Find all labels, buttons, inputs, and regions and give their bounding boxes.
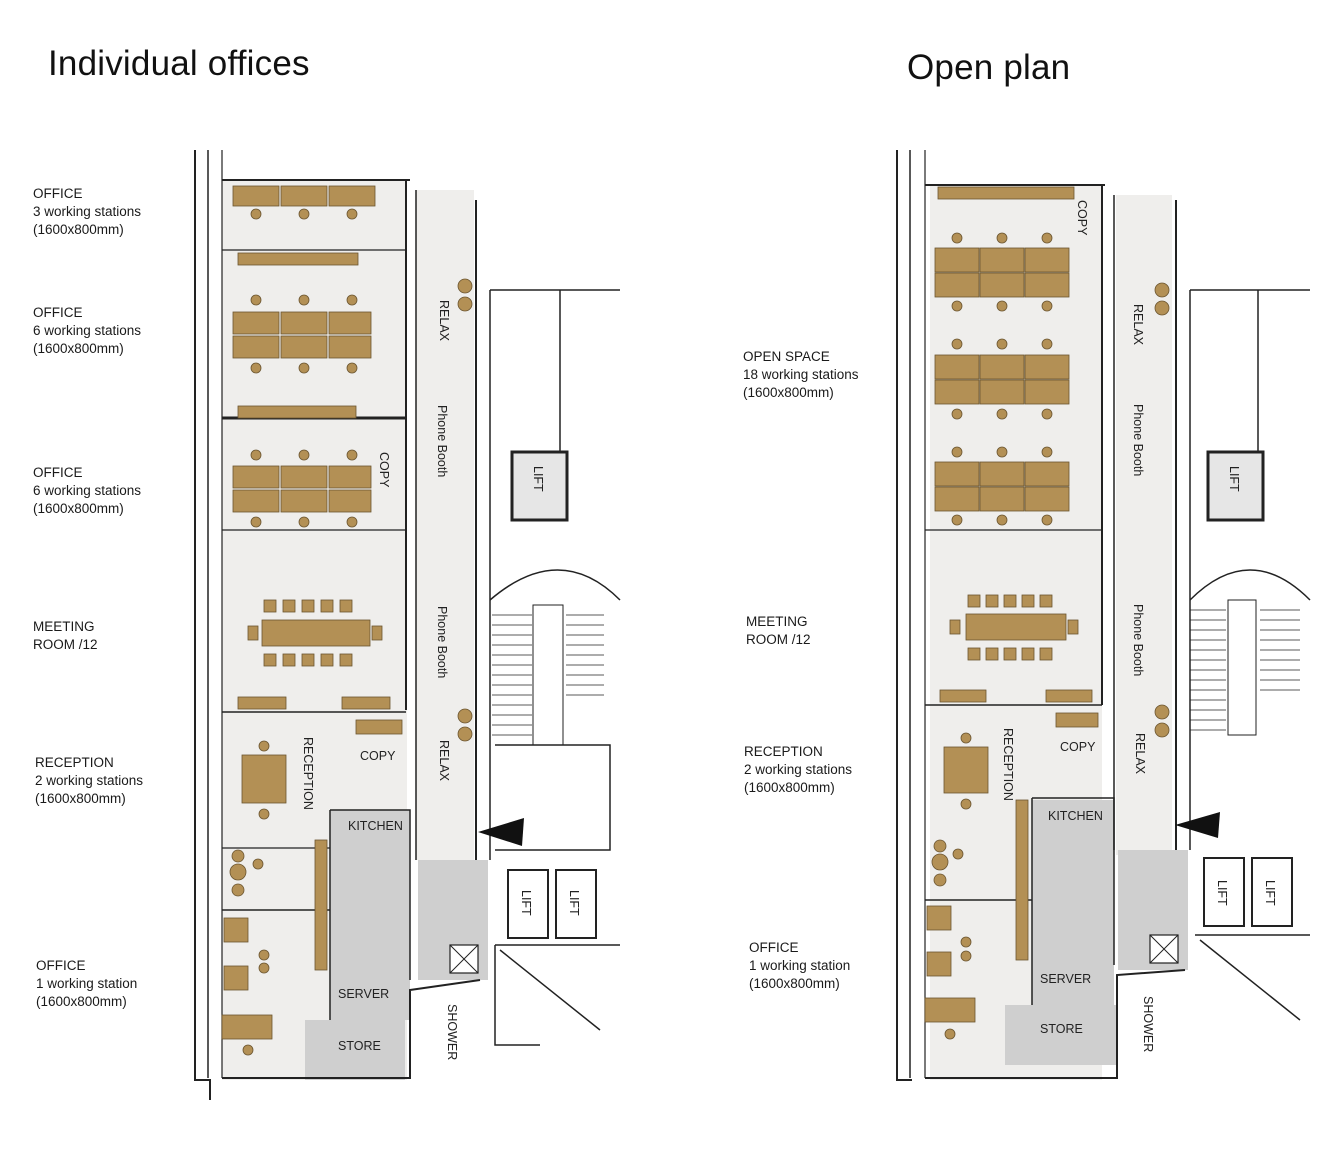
- plan-label-reception: RECEPTION: [301, 737, 315, 810]
- plan-label-lift-core: LIFT: [531, 466, 545, 492]
- plan-label-server: SERVER: [338, 987, 389, 1001]
- heading-open-plan: Open plan: [907, 48, 1071, 87]
- zone-label-office-6b: OFFICE 6 working stations (1600x800mm): [33, 465, 142, 516]
- zone-label-reception-open: RECEPTION 2 working stations (1600x800mm…: [744, 744, 853, 795]
- plan-label-copy-bottom-open: COPY: [1060, 740, 1096, 754]
- zone-label-office-6a: OFFICE 6 working stations (1600x800mm): [33, 305, 142, 356]
- plan-label-copy-top: COPY: [377, 452, 391, 488]
- plan-label-phone-booth-bottom: Phone Booth: [435, 606, 449, 678]
- zone-label-office-1: OFFICE 1 working station (1600x800mm): [36, 958, 138, 1009]
- desk-cluster-office-3: [221, 185, 473, 1056]
- heading-individual-offices: Individual offices: [48, 44, 310, 83]
- plan-label-lift-2: LIFT: [567, 890, 581, 916]
- zone-label-open-space: OPEN SPACE 18 working stations (1600x800…: [743, 349, 859, 400]
- plan-label-relax-top-open: RELAX: [1131, 304, 1145, 346]
- plan-label-relax-top: RELAX: [437, 300, 451, 342]
- plan-label-phone-booth-top-open: Phone Booth: [1131, 404, 1145, 476]
- plan-label-shower: SHOWER: [445, 1004, 459, 1060]
- plan-label-lift-1: LIFT: [519, 890, 533, 916]
- plan-label-lift-2-open: LIFT: [1263, 880, 1277, 906]
- plan-label-copy-bottom: COPY: [360, 749, 396, 763]
- plan-label-phone-booth-top: Phone Booth: [435, 405, 449, 477]
- plan-label-relax-bottom: RELAX: [437, 740, 451, 782]
- desk-cluster-open-space: [924, 186, 1170, 1040]
- plan-label-phone-booth-bottom-open: Phone Booth: [1131, 604, 1145, 676]
- plan-label-reception-open: RECEPTION: [1001, 728, 1015, 801]
- plan-label-kitchen: KITCHEN: [348, 819, 403, 833]
- plan-label-copy-top-open: COPY: [1075, 200, 1089, 236]
- zone-label-office-3: OFFICE 3 working stations (1600x800mm): [33, 186, 142, 237]
- zone-label-meeting-room: MEETING ROOM /12: [33, 619, 98, 652]
- plan-label-shower-open: SHOWER: [1141, 996, 1155, 1052]
- plan-label-relax-bottom-open: RELAX: [1133, 733, 1147, 775]
- plan-label-lift-1-open: LIFT: [1215, 880, 1229, 906]
- plan-label-server-open: SERVER: [1040, 972, 1091, 986]
- plan-label-lift-core-open: LIFT: [1227, 466, 1241, 492]
- zone-label-meeting-room-open: MEETING ROOM /12: [746, 614, 811, 647]
- zone-label-reception: RECEPTION 2 working stations (1600x800mm…: [35, 755, 144, 806]
- plan-label-kitchen-open: KITCHEN: [1048, 809, 1103, 823]
- zone-label-office-1-open: OFFICE 1 working station (1600x800mm): [749, 940, 851, 991]
- plan-label-store: STORE: [338, 1039, 381, 1053]
- plan-label-store-open: STORE: [1040, 1022, 1083, 1036]
